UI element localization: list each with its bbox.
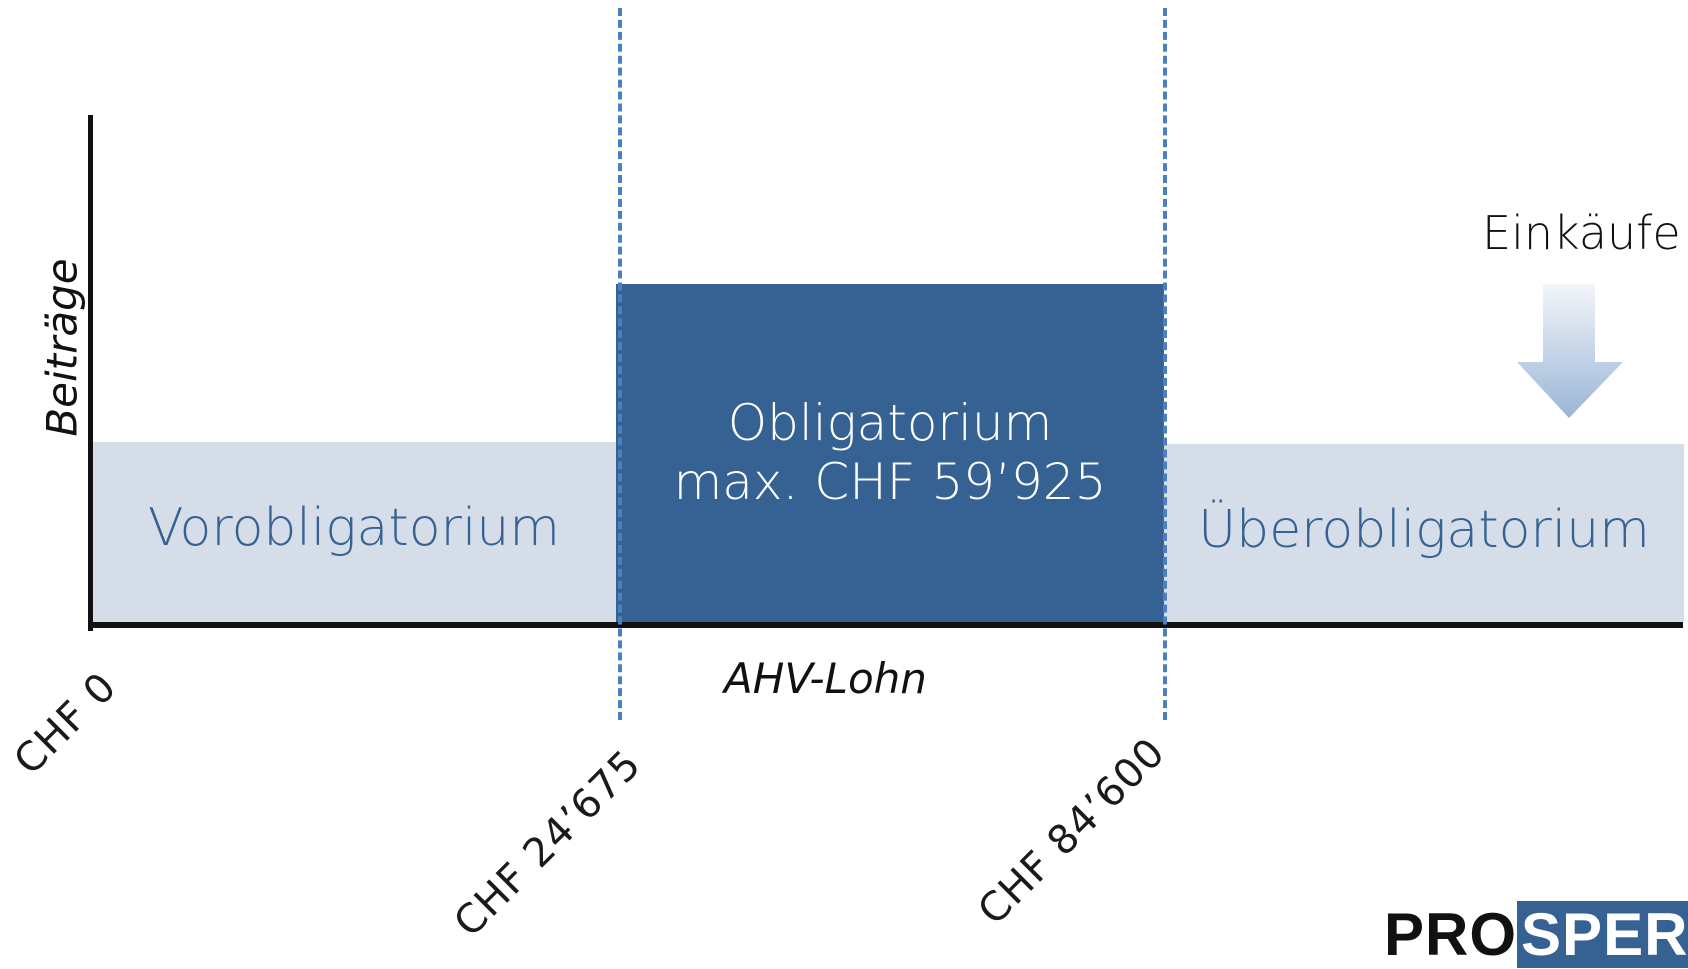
logo-sper-text: SPER <box>1517 901 1688 968</box>
threshold-line-84600 <box>1163 8 1167 720</box>
y-axis-title: Beiträge <box>37 258 87 437</box>
y-axis <box>88 115 93 631</box>
down-arrow-icon <box>1517 284 1623 418</box>
x-axis-title: AHV-Lohn <box>724 654 927 703</box>
vorobligatorium-label: Vorobligatorium <box>147 498 560 558</box>
ueberobligatorium-region <box>1164 444 1684 622</box>
tick-label-chf-0: CHF 0 <box>5 663 126 784</box>
vorobligatorium-region <box>92 442 616 622</box>
x-axis <box>88 622 1683 628</box>
obligatorium-max-amount: max. CHF 59’925 <box>673 453 1107 511</box>
prosper-logo: PROSPER <box>1384 900 1688 969</box>
logo-pro-text: PRO <box>1384 901 1518 968</box>
obligatorium-region <box>616 284 1164 622</box>
einkaeufe-label: Einkäufe <box>1482 206 1681 260</box>
obligatorium-label: Obligatorium max. CHF 59’925 <box>616 394 1164 512</box>
ueberobligatorium-label: Überobligatorium <box>1198 500 1650 560</box>
obligatorium-title: Obligatorium <box>727 394 1053 452</box>
tick-label-chf-84600: CHF 84’600 <box>969 729 1175 934</box>
tick-label-chf-24675: CHF 24’675 <box>445 741 651 946</box>
threshold-line-24675 <box>618 8 622 720</box>
